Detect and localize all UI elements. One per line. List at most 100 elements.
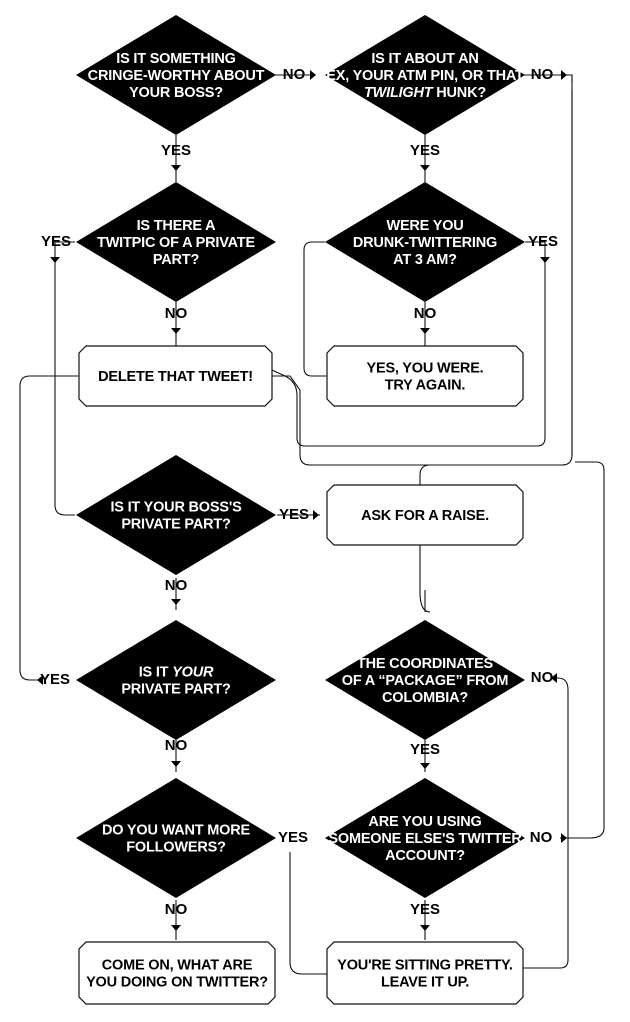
text-line: OF A “PACKAGE” FROM (342, 673, 509, 689)
arrow-d1-yes (171, 165, 181, 171)
label-no-d1: NO (283, 66, 306, 83)
decision-drunk-twittering-shape (325, 182, 525, 302)
label-no-d7: NO (531, 669, 554, 686)
text-line: DELETE THAT TWEET! (98, 369, 253, 385)
text-line: IS IT SOMETHING (116, 51, 235, 67)
connector-line (272, 375, 565, 466)
text-line: IS IT ABOUT AN (371, 51, 478, 67)
connector-line (560, 461, 605, 839)
text-line: COLOMBIA? (382, 690, 468, 706)
arrow-d4-yes (540, 257, 550, 263)
label-no-d3: NO (165, 305, 188, 322)
arrow-d7-yes (420, 763, 430, 769)
outcome-try-again-label: YES, YOU WERE.TRY AGAIN. (367, 360, 484, 393)
connector-line (19, 375, 80, 681)
outcome-delete-tweet-label: DELETE THAT TWEET! (98, 369, 253, 385)
outcome-ask-raise-shape (326, 484, 524, 546)
connector-line (419, 74, 573, 613)
decision-more-followers-shape (76, 778, 276, 898)
label-yes-d2: YES (410, 142, 440, 159)
text-line: THE COORDINATES (357, 656, 494, 672)
text-line: TRY AGAIN. (385, 377, 466, 393)
text-line: IS THERE A (137, 218, 217, 234)
outcome-ask-raise: ASK FOR A RAISE. (326, 484, 524, 546)
arrow-d1-no (310, 70, 316, 80)
label-yes-d5: YES (279, 506, 309, 523)
outcome-try-again-shape (326, 345, 524, 407)
decision-ex-atm-twilight-shape (325, 15, 525, 135)
arrow-d5-no (171, 599, 181, 605)
outcome-come-on-shape (78, 941, 276, 1005)
text-line: EX, YOUR ATM PIN, OR THAT (326, 68, 524, 84)
decision-twitpic-private-shape (76, 182, 276, 302)
arrow-d3-yes (50, 257, 60, 263)
arrow-d9-yes (420, 925, 430, 931)
label-no-d4: NO (414, 305, 437, 322)
text-line: SOMEONE ELSE'S TWITTER (328, 831, 522, 847)
arrow-d6-yes (37, 675, 43, 685)
text-line: FOLLOWERS? (126, 839, 226, 855)
text-line: PART? (153, 252, 200, 268)
text-line: PRIVATE PART? (121, 681, 231, 697)
text-line: PRIVATE PART? (121, 516, 231, 532)
connector-line (54, 241, 75, 516)
label-yes-d6: YES (40, 671, 70, 688)
text-line: ACCOUNT? (385, 848, 465, 864)
decision-your-private-part-shape (76, 620, 276, 740)
label-yes-d4: YES (528, 233, 558, 250)
text-line: YES, YOU WERE. (367, 360, 484, 376)
text-line: ASK FOR A RAISE. (361, 508, 489, 524)
text-line: COME ON, WHAT ARE (102, 957, 253, 973)
text-line: LEAVE IT UP. (381, 974, 469, 990)
text-line: YOU'RE SITTING PRETTY. (337, 957, 513, 973)
connector-line (289, 852, 327, 975)
arrow-d3-no (171, 328, 181, 334)
label-yes-d9: YES (410, 901, 440, 918)
arrow-d7-no (551, 673, 557, 683)
label-yes-d1: YES (161, 142, 191, 159)
label-no-d5: NO (165, 577, 188, 594)
outcome-sitting-pretty: YOU'RE SITTING PRETTY.LEAVE IT UP. (326, 941, 524, 1005)
text-line: DRUNK-TWITTERING (353, 235, 497, 251)
label-no-d2: NO (531, 66, 554, 83)
label-yes-d3: YES (41, 233, 71, 250)
connector-line (303, 241, 327, 377)
label-no-d9: NO (530, 829, 553, 846)
outcome-delete-tweet-shape (78, 345, 273, 407)
text-line: AT 3 AM? (393, 252, 457, 268)
text-line: WERE YOU (386, 218, 463, 234)
arrow-d2-no (561, 70, 567, 80)
arrow-d9-no (561, 833, 567, 843)
label-no-d8: NO (165, 901, 188, 918)
text-line: DO YOU WANT MORE (102, 822, 251, 838)
text-line: TWITPIC OF A PRIVATE (97, 235, 255, 251)
connector-line (522, 677, 569, 969)
arrow-d4-no (420, 328, 430, 334)
arrow-d5-yes (313, 510, 319, 520)
text-line: YOUR BOSS? (129, 85, 223, 101)
text-line: IS IT YOUR (139, 664, 214, 680)
outcome-try-again: YES, YOU WERE.TRY AGAIN. (326, 345, 524, 407)
connectors (19, 74, 605, 975)
text-line: YOU DOING ON TWITTER? (86, 974, 268, 990)
arrow-d2-yes (420, 165, 430, 171)
